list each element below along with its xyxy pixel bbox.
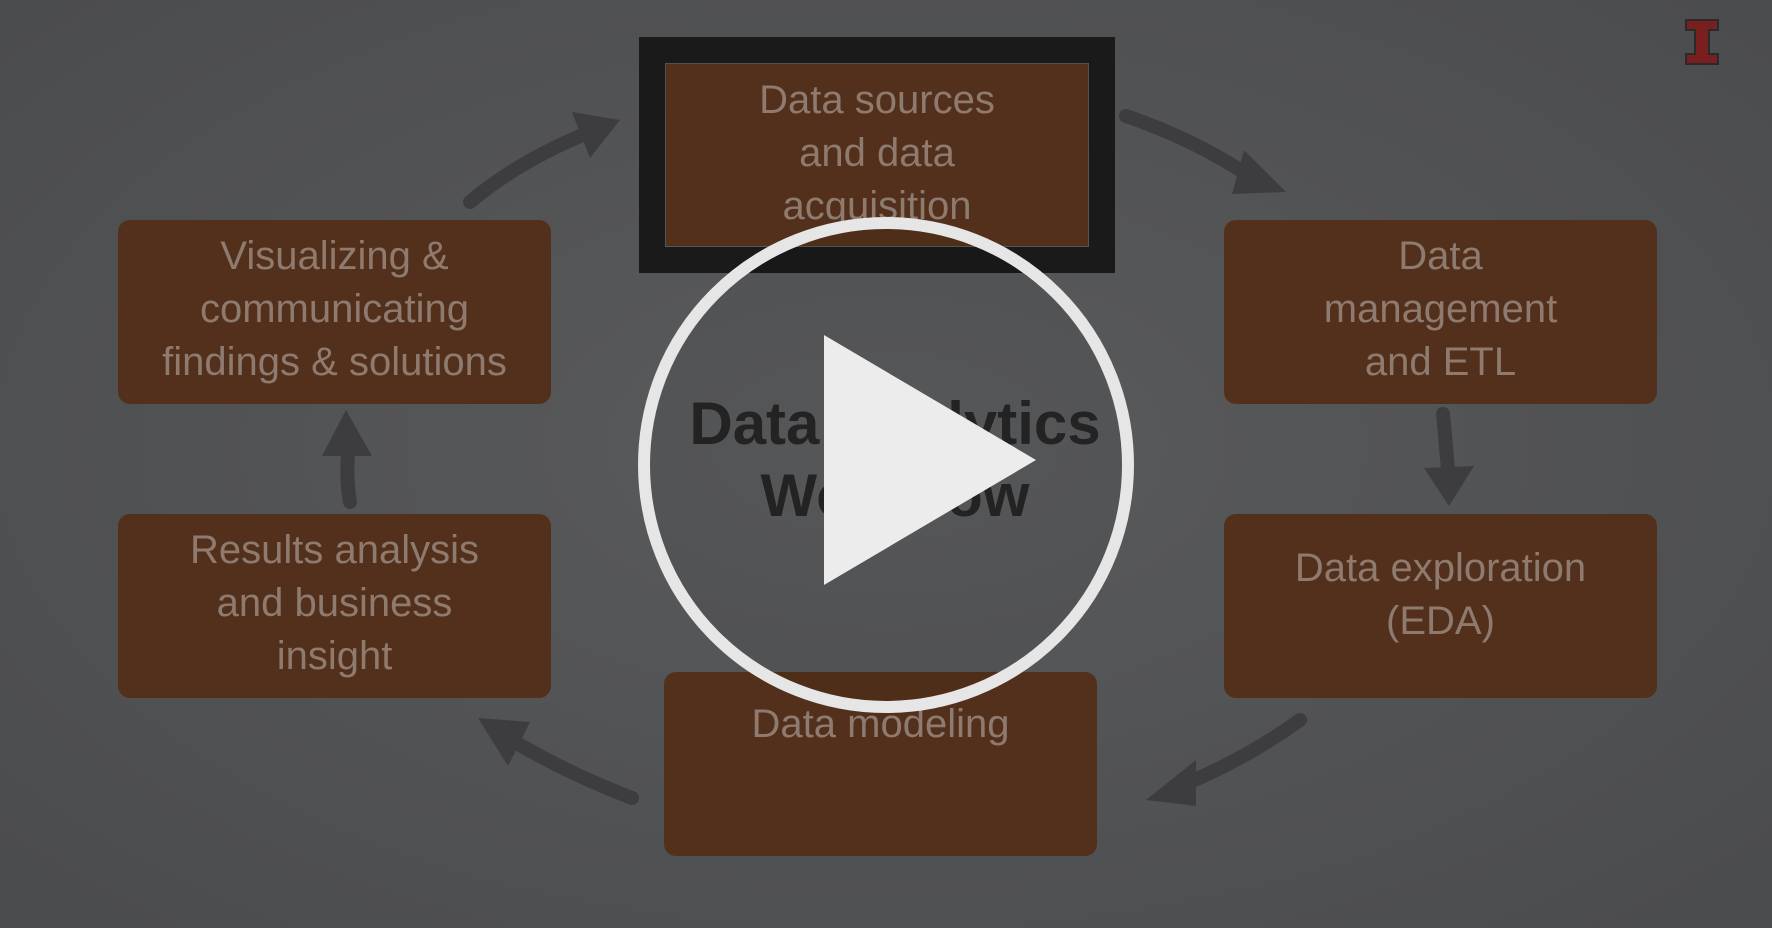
step-label-line: and business	[216, 581, 453, 625]
step-label-line: (EDA)	[1386, 599, 1495, 643]
arrow-management-to-exploration	[1424, 407, 1474, 506]
step-label-line: communicating	[199, 287, 469, 331]
arrow-exploration-to-modeling	[1146, 713, 1307, 806]
block-i-logo-icon	[1685, 19, 1719, 65]
play-button[interactable]	[636, 215, 1136, 715]
step-results-analysis: Results analysis and business insight	[118, 514, 551, 698]
step-data-exploration: Data exploration (EDA)	[1224, 514, 1657, 698]
arrow-modeling-to-results	[478, 718, 639, 805]
step-label-line: Data exploration	[1294, 546, 1587, 590]
step-label-line: management	[1323, 287, 1558, 331]
step-data-management: Data management and ETL	[1224, 220, 1657, 404]
step-visualizing: Visualizing & communicating findings & s…	[118, 220, 551, 404]
step-label-line: findings & solutions	[162, 340, 507, 384]
step-label-line: insight	[276, 634, 393, 678]
step-label-line: Results analysis	[189, 528, 479, 572]
step-label-line: and ETL	[1364, 340, 1517, 384]
arrow-visualizing-to-sources	[463, 112, 620, 209]
arrow-sources-to-management	[1119, 109, 1286, 194]
step-label-line: and data	[799, 131, 955, 175]
step-data-sources: Data sources and data acquisition	[666, 64, 1088, 246]
step-label-line: Visualizing &	[220, 234, 449, 278]
step-label-line: Data	[1398, 234, 1483, 278]
step-label-line: Data sources	[759, 78, 995, 122]
arrow-results-to-visualizing	[322, 410, 372, 509]
play-icon	[824, 335, 1036, 585]
